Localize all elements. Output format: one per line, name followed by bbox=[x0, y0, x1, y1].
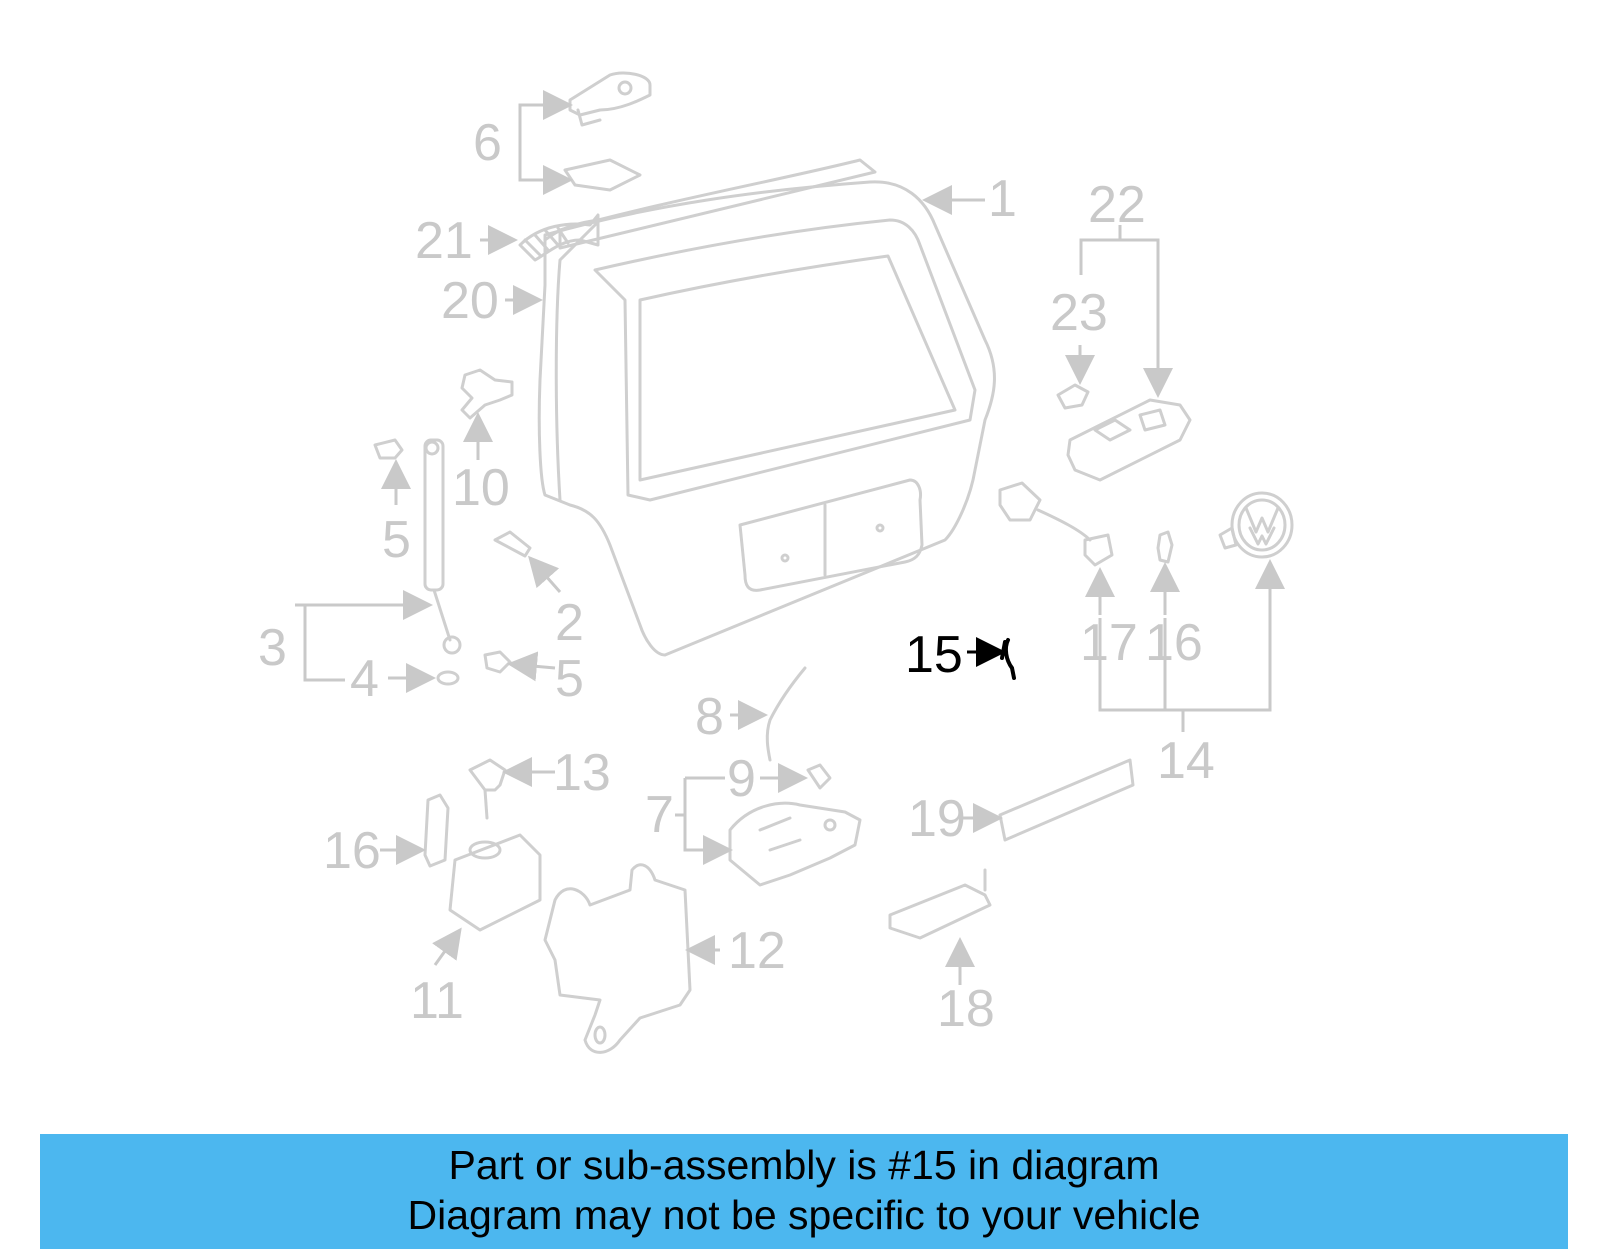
highlighted-clip-part bbox=[1000, 638, 1016, 680]
callout-5-lower: 5 bbox=[555, 650, 584, 708]
callout-11: 11 bbox=[410, 972, 464, 1030]
callout-3: 3 bbox=[258, 619, 287, 677]
latch-bracket-part bbox=[543, 863, 692, 1054]
ball-stud-part bbox=[373, 438, 512, 674]
callout-labels: 1 2 3 4 5 5 6 7 8 9 10 11 12 13 14 15 16… bbox=[258, 114, 1215, 1038]
switch-part bbox=[998, 481, 1114, 567]
gas-strut-part bbox=[423, 438, 462, 655]
banner-part-note: Part or sub-assembly is #15 in diagram bbox=[448, 1142, 1160, 1188]
actuator-piece-part bbox=[468, 758, 507, 820]
callout-14: 14 bbox=[1157, 732, 1215, 790]
clip-left-part bbox=[423, 793, 450, 868]
banner-disclaimer: Diagram may not be specific to your vehi… bbox=[407, 1192, 1201, 1238]
callout-19: 19 bbox=[908, 790, 966, 848]
callout-21: 21 bbox=[415, 212, 473, 270]
rod-part bbox=[765, 666, 807, 762]
info-banner: Part or sub-assembly is #15 in diagram D… bbox=[40, 1134, 1568, 1249]
clip-part bbox=[436, 670, 460, 686]
bulb-part bbox=[1056, 383, 1090, 410]
callout-16-right: 16 bbox=[1145, 614, 1203, 672]
leader-lines bbox=[295, 90, 1285, 985]
callout-12: 12 bbox=[728, 922, 786, 980]
hose-part bbox=[518, 213, 600, 262]
screw-part bbox=[806, 763, 832, 790]
callout-2: 2 bbox=[555, 594, 584, 652]
callout-23: 23 bbox=[1050, 284, 1108, 342]
callout-6: 6 bbox=[473, 114, 502, 172]
handle-assembly-part bbox=[1066, 398, 1192, 482]
callout-5-upper: 5 bbox=[382, 511, 411, 569]
callout-9: 9 bbox=[727, 750, 756, 808]
callout-18: 18 bbox=[937, 980, 995, 1038]
callout-10: 10 bbox=[452, 459, 510, 517]
parts-diagram: 1 2 3 4 5 5 6 7 8 9 10 11 12 13 14 15 16… bbox=[258, 71, 1294, 1054]
callout-7: 7 bbox=[645, 786, 674, 844]
callout-13: 13 bbox=[553, 744, 611, 802]
callout-16-left: 16 bbox=[323, 822, 381, 880]
tailgate-part bbox=[537, 158, 996, 657]
emblem-part bbox=[1218, 491, 1294, 559]
callout-22: 22 bbox=[1088, 176, 1146, 234]
callout-4: 4 bbox=[350, 650, 379, 708]
callout-20: 20 bbox=[441, 272, 499, 330]
latch-part bbox=[728, 801, 862, 887]
bracket-part bbox=[460, 368, 514, 420]
callout-8: 8 bbox=[695, 688, 724, 746]
callout-15: 15 bbox=[905, 626, 963, 684]
bolt-part bbox=[493, 530, 532, 558]
callout-17: 17 bbox=[1080, 614, 1138, 672]
hinge-part bbox=[563, 71, 652, 192]
license-light-part bbox=[888, 868, 992, 940]
clip-right-part bbox=[1156, 530, 1174, 564]
trim-plate-part bbox=[998, 758, 1135, 842]
lock-actuator-part bbox=[448, 833, 542, 932]
callout-1: 1 bbox=[988, 170, 1017, 228]
